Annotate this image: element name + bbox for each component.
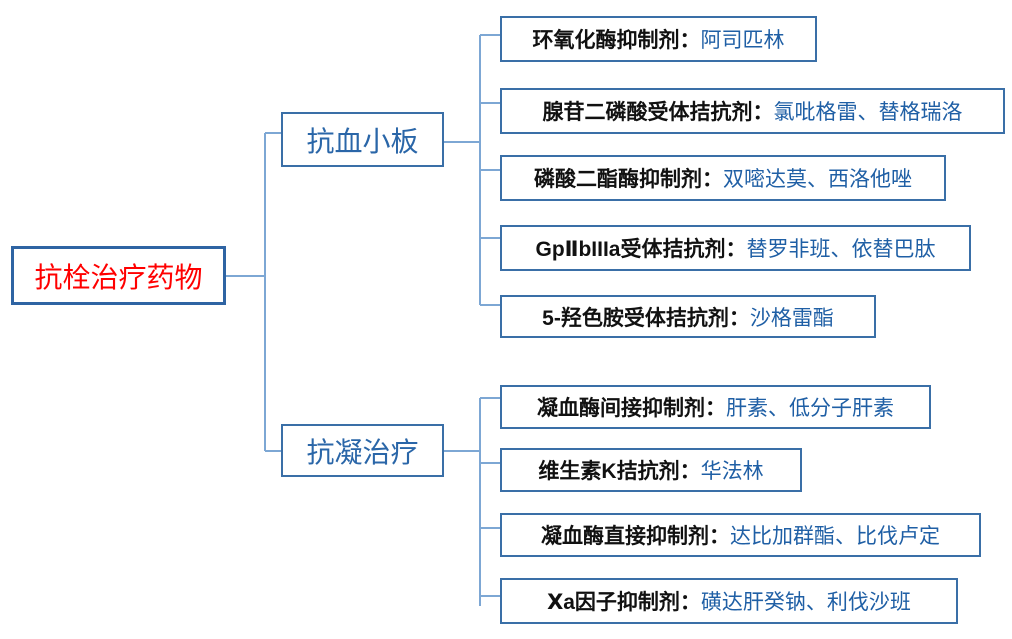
leaf-value: 氯吡格雷、替格瑞洛 [773, 101, 963, 124]
leaf-value: 沙格雷酯 [749, 306, 834, 330]
leaf-node: Ⅹa因子抑制剂：磺达肝癸钠、利伐沙班 [500, 578, 958, 624]
leaf-node: 腺苷二磷酸受体拮抗剂：氯吡格雷、替格瑞洛 [500, 88, 1005, 134]
root-node: 抗栓治疗药物 [11, 246, 226, 305]
leaf-node: GpⅡbIIIa受体拮抗剂：替罗非班、依替巴肽 [500, 225, 971, 271]
branch-node-anticoagulant: 抗凝治疗 [281, 424, 444, 477]
leaf-node: 维生素K拮抗剂：华法林 [500, 448, 802, 492]
branch-label: 抗血小板 [306, 126, 419, 158]
leaf-key: 维生素K拮抗剂： [538, 460, 701, 483]
leaf-value: 肝素、低分子肝素 [726, 397, 894, 420]
leaf-node: 凝血酶直接抑制剂：达比加群酯、比伐卢定 [500, 513, 981, 557]
branch-node-antiplatelet: 抗血小板 [281, 112, 444, 167]
leaf-value: 达比加群酯、比伐卢定 [730, 525, 940, 548]
leaf-value: 双嘧达莫、西洛他唑 [723, 168, 912, 191]
leaf-node: 环氧化酶抑制剂：阿司匹林 [500, 16, 817, 62]
leaf-node: 凝血酶间接抑制剂：肝素、低分子肝素 [500, 385, 931, 429]
root-label: 抗栓治疗药物 [34, 262, 203, 294]
leaf-key: 环氧化酶抑制剂： [532, 29, 701, 52]
leaf-node: 5-羟色胺受体拮抗剂：沙格雷酯 [500, 295, 876, 338]
leaf-key: 凝血酶直接抑制剂： [541, 525, 730, 548]
leaf-key: 腺苷二磷酸受体拮抗剂： [542, 101, 774, 124]
leaf-key: GpⅡbIIIa受体拮抗剂： [535, 238, 747, 261]
branch-label: 抗凝治疗 [306, 437, 419, 469]
leaf-value: 替罗非班、依替巴肽 [746, 238, 936, 261]
leaf-key: 5-羟色胺受体拮抗剂： [542, 306, 750, 330]
leaf-key: 磷酸二酯酶抑制剂： [534, 168, 723, 191]
leaf-value: 阿司匹林 [700, 29, 785, 52]
leaf-value: 磺达肝癸钠、利伐沙班 [700, 591, 911, 614]
leaf-key: Ⅹa因子抑制剂： [547, 591, 701, 614]
leaf-node: 磷酸二酯酶抑制剂：双嘧达莫、西洛他唑 [500, 155, 946, 201]
leaf-key: 凝血酶间接抑制剂： [537, 397, 726, 420]
leaf-value: 华法林 [700, 460, 764, 483]
